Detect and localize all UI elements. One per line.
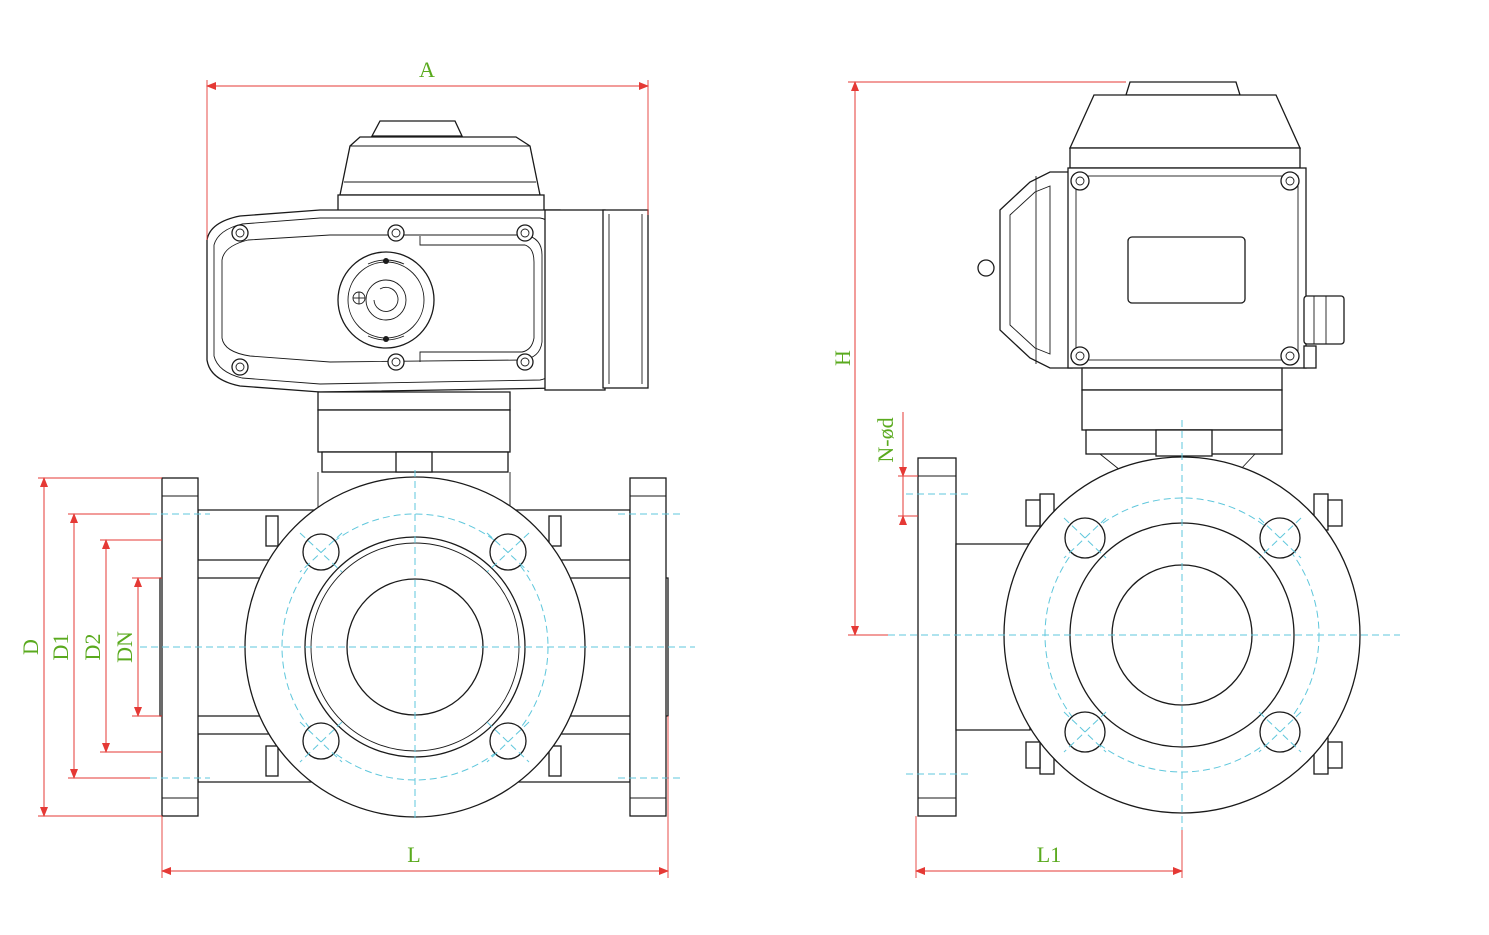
actuator-top-cap	[337, 120, 545, 214]
side-actuator-body	[977, 167, 1345, 391]
label-DN: DN	[112, 631, 137, 663]
label-D2: D2	[80, 634, 105, 661]
label-L1: L1	[1037, 842, 1061, 867]
label-N-od: N-ød	[873, 417, 898, 462]
label-D: D	[18, 639, 43, 655]
position-indicator	[337, 251, 435, 349]
front-view	[140, 120, 695, 820]
label-H: H	[830, 350, 855, 366]
side-actuator-cap	[1068, 81, 1302, 169]
mounting-bracket	[317, 391, 511, 510]
side-center-lines	[888, 420, 1400, 830]
front-center-lines	[140, 470, 695, 820]
side-view	[888, 81, 1400, 830]
dimension-lines	[38, 80, 1183, 878]
label-D1: D1	[48, 634, 73, 661]
label-L: L	[407, 842, 420, 867]
dimension-labels: A L D D1 D2 DN H N-ød L1	[18, 57, 1061, 867]
actuator-screws	[231, 224, 534, 376]
label-A: A	[419, 57, 435, 82]
